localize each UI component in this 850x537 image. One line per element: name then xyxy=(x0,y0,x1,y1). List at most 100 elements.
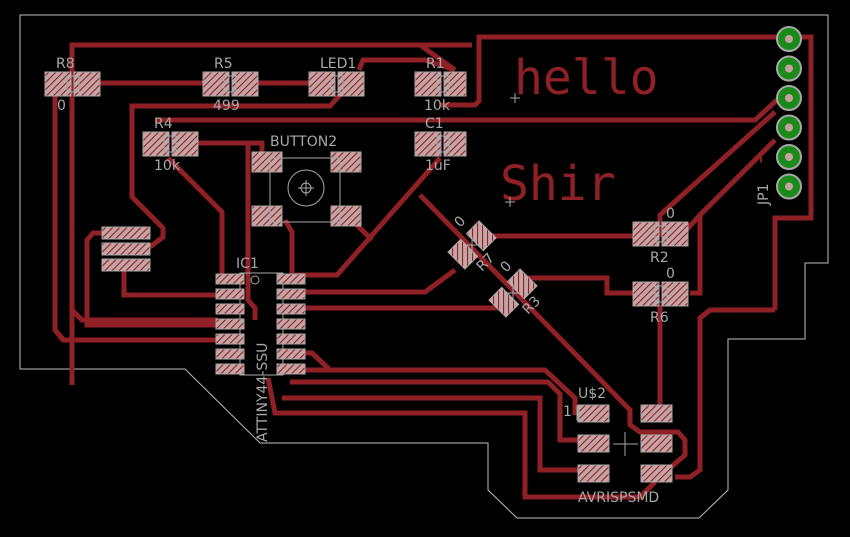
button2-name: BUTTON2 xyxy=(270,134,337,150)
r8-name: R8 xyxy=(56,56,75,72)
trace xyxy=(418,193,688,470)
jp1-name: JP1 xyxy=(756,184,772,206)
trace xyxy=(520,275,637,296)
resistor-body-icon xyxy=(463,236,481,254)
ic-pin-pad[interactable] xyxy=(276,333,306,345)
ic-pin-pad[interactable] xyxy=(276,363,306,375)
pin1-marker-icon xyxy=(576,405,580,421)
component-r7[interactable] xyxy=(447,220,497,270)
pin1-marker-icon xyxy=(250,275,260,285)
r4-value: 10k xyxy=(154,158,181,174)
component-r3[interactable] xyxy=(488,268,538,318)
component-r2[interactable]: 0 R2 xyxy=(632,206,689,266)
origin-cross-icon xyxy=(505,197,515,207)
pad[interactable] xyxy=(577,464,610,483)
us2-name: U$2 xyxy=(578,386,606,402)
trace xyxy=(70,308,218,323)
c1-value: 1uF xyxy=(425,158,451,174)
pad[interactable] xyxy=(577,434,610,453)
resistor-body-icon xyxy=(654,225,668,243)
us2-pin1: 1 xyxy=(563,404,572,420)
copper-text-group: hello Shir xyxy=(500,50,659,212)
ic-pin-pad[interactable] xyxy=(215,288,245,300)
header-pin-hole xyxy=(785,35,793,43)
button-body-icon xyxy=(269,157,341,223)
resistor-body-icon xyxy=(504,284,522,302)
component-r4[interactable]: R4 10k xyxy=(142,116,199,174)
pad[interactable] xyxy=(101,242,151,256)
header-pin-hole xyxy=(785,153,793,161)
r3-value: 0 xyxy=(498,258,516,276)
pad[interactable] xyxy=(506,268,538,300)
pad[interactable] xyxy=(640,404,673,423)
button-actuator-icon xyxy=(287,169,325,207)
led1-name: LED1 xyxy=(320,56,356,72)
r1-value: 10k xyxy=(424,98,451,114)
pad[interactable] xyxy=(251,205,283,227)
ic-pin-pad[interactable] xyxy=(276,273,306,285)
header-pin-hole xyxy=(785,123,793,132)
pad[interactable] xyxy=(330,205,362,227)
ic1-value: ATTINY44-SSU xyxy=(255,343,271,442)
pad[interactable] xyxy=(101,258,151,272)
component-r8[interactable]: R8 0 xyxy=(44,56,101,114)
r6-value: 0 xyxy=(666,266,675,282)
component-r5[interactable]: R5 499 xyxy=(202,56,259,114)
component-r1[interactable]: R1 10k xyxy=(414,56,467,114)
pad[interactable] xyxy=(640,434,673,453)
pad[interactable] xyxy=(101,226,151,240)
header-pin-hole xyxy=(785,94,793,102)
component-resonator[interactable] xyxy=(101,226,151,272)
component-r6[interactable]: 0 R6 xyxy=(632,266,689,326)
pad[interactable] xyxy=(640,464,673,483)
component-led1[interactable]: LED1 xyxy=(308,56,365,97)
trace xyxy=(282,218,295,280)
ic-pin-pad[interactable] xyxy=(215,363,245,375)
ic-pin-pad[interactable] xyxy=(215,303,245,315)
ic-pin-pad[interactable] xyxy=(215,318,245,330)
ic1-name: IC1 xyxy=(236,256,259,272)
ic-pin-pad[interactable] xyxy=(276,288,306,300)
pad[interactable] xyxy=(330,151,362,173)
trace xyxy=(282,395,578,473)
component-c1[interactable]: C1 1uF xyxy=(414,116,467,174)
capacitor-body-icon xyxy=(436,135,450,153)
ic-pin-pad[interactable] xyxy=(276,303,306,315)
r1-name: R1 xyxy=(426,56,445,72)
button-center-icon xyxy=(300,182,312,194)
component-jp1[interactable]: JP1 xyxy=(756,26,802,206)
copper-text-hello: hello xyxy=(514,50,659,106)
resistor-body-icon xyxy=(654,285,668,303)
ic-pin-pad[interactable] xyxy=(276,348,306,360)
trace xyxy=(166,156,225,280)
pad[interactable] xyxy=(202,71,230,97)
origin-cross-icon xyxy=(510,93,520,103)
ic-pin-pad[interactable] xyxy=(215,348,245,360)
pad[interactable] xyxy=(465,220,497,252)
ic-pin-pad[interactable] xyxy=(276,318,306,330)
pad[interactable] xyxy=(447,238,479,270)
c1-name: C1 xyxy=(425,116,444,132)
ic-pin-pad[interactable] xyxy=(215,333,245,345)
component-ic1[interactable]: IC1 ATTINY44-SSU xyxy=(215,256,306,442)
resistor-body-icon xyxy=(163,135,177,153)
r5-value: 499 xyxy=(213,98,240,114)
us2-value: AVRISPSMD xyxy=(578,490,659,506)
pad[interactable] xyxy=(577,404,610,423)
component-us2[interactable]: U$2 1 AVRISPSMD xyxy=(563,386,673,506)
pad[interactable] xyxy=(488,286,520,318)
pad[interactable] xyxy=(251,151,283,173)
r6-name: R6 xyxy=(650,310,669,326)
resistor-body-icon xyxy=(436,75,450,93)
r4-name: R4 xyxy=(154,116,173,132)
button-center-cross-icon xyxy=(298,180,314,196)
header-pin-hole xyxy=(785,64,793,73)
ic-pin-pad[interactable] xyxy=(215,273,245,285)
origin-cross-icon xyxy=(613,432,638,456)
resistor-body-icon xyxy=(223,75,237,93)
component-button2[interactable]: BUTTON2 xyxy=(251,134,362,227)
trace xyxy=(129,93,342,249)
trace xyxy=(265,377,657,500)
traces xyxy=(52,34,814,500)
